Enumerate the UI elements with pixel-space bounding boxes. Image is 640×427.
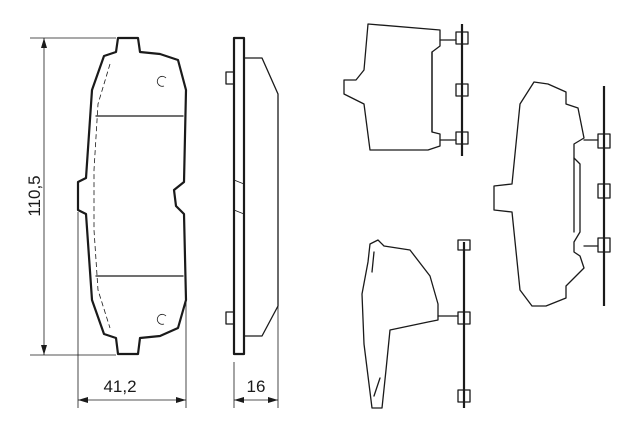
backing-plate — [232, 36, 246, 356]
shim-top — [343, 23, 469, 156]
upper-fixing-hole — [156, 75, 167, 87]
backing-plate-right-outline — [493, 81, 585, 307]
pad-front-view — [76, 36, 188, 356]
shim-bottom-outline — [361, 239, 439, 409]
pad-outline — [76, 36, 188, 356]
pad-side-view — [225, 36, 279, 356]
width-label: 41,2 — [103, 377, 136, 396]
thickness-dimension: 16 — [233, 306, 279, 408]
friction-block — [243, 57, 279, 337]
height-dimension: 110,5 — [25, 37, 116, 356]
backing-plate-right — [493, 81, 611, 307]
height-label: 110,5 — [25, 175, 44, 216]
friction-material-edge — [93, 63, 111, 329]
shim-top-outline — [343, 23, 441, 151]
lower-fixing-hole — [156, 313, 167, 325]
shim-bottom — [361, 239, 471, 409]
thickness-label: 16 — [247, 377, 266, 396]
width-dimension: 41,2 — [77, 212, 187, 408]
